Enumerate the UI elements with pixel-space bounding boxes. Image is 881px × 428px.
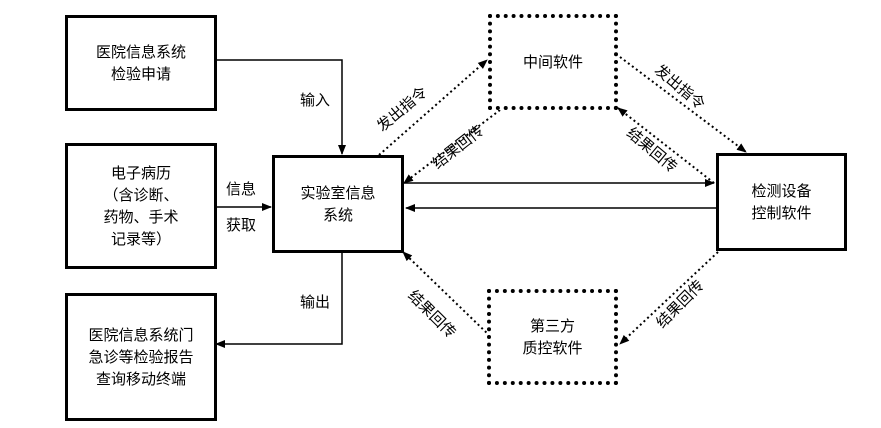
arrow-cmd-middleware-device: [619, 56, 747, 153]
his-request-line-2: 检验申请: [110, 65, 171, 83]
lis-line-2: 系统: [322, 206, 353, 224]
arrow-res-qc-lis: [402, 251, 491, 337]
arrow-input: [216, 59, 346, 155]
his-request-line-1: 医院信息系统: [95, 43, 186, 61]
device-box: 检测设备 控制软件: [716, 153, 847, 251]
arrow-res-device-middleware: [617, 107, 715, 184]
emr-line-1: 电子病历: [110, 164, 171, 182]
emr-line-2: （含诊断、: [103, 186, 179, 204]
middleware-line-1: 中间软件: [522, 53, 583, 71]
his-terminal-line-1: 医院信息系统门: [88, 326, 194, 344]
emr-box: 电子病历 （含诊断、 药物、手术 记录等）: [65, 143, 217, 269]
qc-line-2: 质控软件: [522, 339, 583, 357]
device-line-2: 控制软件: [751, 204, 812, 222]
device-line-1: 检测设备: [751, 182, 812, 200]
qc-line-1: 第三方: [529, 317, 575, 335]
his-terminal-line-2: 急诊等检验报告: [88, 348, 194, 366]
arrow-res-middleware-lis: [403, 109, 501, 184]
label-output: 输出: [300, 293, 331, 311]
arrow-cmd-lis-middleware: [378, 59, 488, 156]
label-input: 输入: [300, 91, 331, 109]
lis-line-1: 实验室信息: [300, 184, 376, 202]
qc-box: 第三方 质控软件: [487, 289, 618, 385]
label-info-get-2: 获取: [226, 216, 257, 234]
label-info-get-1: 信息: [226, 180, 257, 198]
emr-line-3: 药物、手术: [103, 208, 179, 226]
emr-line-4: 记录等）: [110, 230, 171, 248]
his-terminal-box: 医院信息系统门 急诊等检验报告 查询移动终端: [65, 293, 217, 421]
arrow-res-device-qc: [619, 251, 719, 345]
his-terminal-line-3: 查询移动终端: [95, 370, 186, 388]
his-request-box: 医院信息系统 检验申请: [65, 15, 217, 111]
lis-box: 实验室信息 系统: [272, 155, 404, 253]
middleware-box: 中间软件: [488, 14, 618, 110]
arrow-output: [215, 253, 343, 348]
